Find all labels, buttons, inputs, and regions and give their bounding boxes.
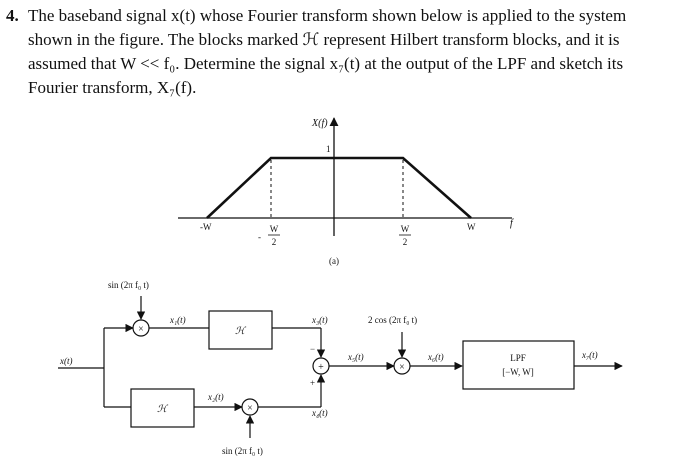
multiplier-3-symbol: ×: [399, 362, 405, 373]
lpf-block: [462, 340, 575, 390]
subfigure-label: (a): [329, 256, 339, 266]
problem-line-2: shown in the figure. The blocks marked ℋ…: [28, 30, 620, 49]
problem-line-4: Fourier transform, X₇(f).: [28, 78, 197, 97]
hilbert-block-2: [130, 388, 195, 428]
spectrum-trapezoid: [206, 156, 472, 219]
x2-label: x₂(t): [207, 392, 224, 402]
x4-label: x₄(t): [311, 408, 328, 418]
minus-sign: −: [310, 344, 315, 354]
output-label: x₇(t): [581, 350, 598, 360]
mult1-osc-label: sin (2π f₀ t): [108, 280, 149, 290]
tick-label-pos-w: W: [467, 222, 476, 232]
mult2-osc-label: sin (2π f₀ t): [222, 446, 263, 456]
x1-label: x₁(t): [169, 315, 186, 325]
hilbert-block-1-label: ℋ: [235, 326, 247, 337]
problem-number: 4.: [6, 6, 19, 25]
spectrum-peak-label: 1: [326, 144, 331, 154]
tick-label-pos-half-w-num: W: [401, 224, 410, 234]
summer-symbol: +: [318, 362, 324, 373]
tick-label-neg-half-w-num: W: [270, 224, 279, 234]
block-diagram: x(t) × sin (2π f₀ t) x₁(t) ℋ x₃(t) − + +: [58, 280, 623, 456]
lpf-band-label: [−W, W]: [502, 367, 534, 377]
problem-line-3: assumed that W << f₀. Determine the sign…: [28, 54, 624, 73]
tick-label-neg-half-w-den: 2: [272, 237, 277, 247]
spectrum-plot: X(f) 1 f -W - W 2 W 2 W (a): [178, 117, 514, 266]
multiplier-1-symbol: ×: [138, 324, 144, 335]
mult3-osc-label: 2 cos (2π f₀ t): [368, 315, 417, 325]
lpf-label: LPF: [510, 353, 526, 363]
problem-line-1: The baseband signal x(t) whose Fourier t…: [28, 6, 627, 25]
multiplier-2-symbol: ×: [247, 403, 253, 414]
tick-label-neg-sign: -: [258, 232, 261, 242]
tick-label-pos-half-w-den: 2: [403, 237, 408, 247]
x3-label: x₃(t): [311, 315, 328, 325]
x5-label: x₅(t): [347, 352, 364, 362]
hilbert-block-2-label: ℋ: [157, 404, 169, 415]
hilbert-block-1: [208, 310, 273, 350]
tick-label-neg-w: -W: [200, 222, 212, 232]
input-label: x(t): [59, 356, 73, 366]
spectrum-x-label: f: [510, 218, 514, 229]
plus-sign: +: [310, 378, 315, 388]
x6-label: x₆(t): [427, 352, 444, 362]
spectrum-y-label: X(f): [311, 118, 328, 129]
